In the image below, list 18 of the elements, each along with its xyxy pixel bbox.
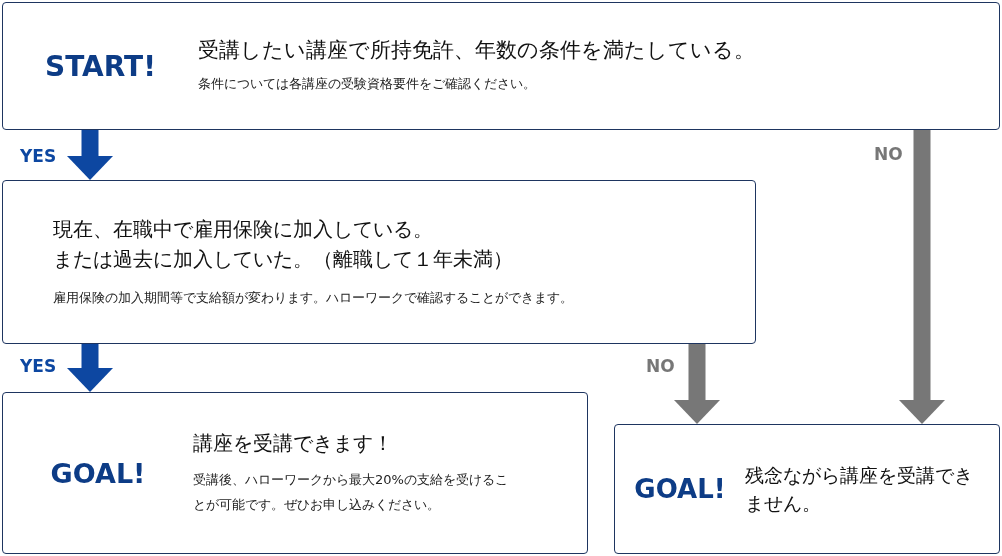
box-heading: 残念ながら講座を受講できません。	[745, 462, 974, 516]
box-label: START!	[45, 49, 156, 83]
box-note: 雇用保険の加入期間等で支給額が変わります。ハローワークで確認することができます。	[53, 288, 574, 307]
box-label: GOAL!	[634, 474, 726, 504]
arrow	[674, 344, 720, 424]
process-box	[2, 180, 756, 344]
arrow	[899, 130, 945, 424]
box-heading: 現在、在職中で雇用保険に加入している。または過去に加入していた。（離職して１年未満）	[53, 215, 514, 273]
box-note: 条件については各講座の受験資格要件をご確認ください。	[198, 75, 537, 94]
box-heading: 講座を受講できます！	[193, 430, 394, 458]
arrow	[67, 344, 113, 392]
box-label: GOAL!	[50, 457, 146, 489]
box-note: 受講後、ハローワークから最大20%の支給を受けることが可能です。ぜひお申し込みください。	[193, 471, 509, 514]
process-box	[614, 424, 1000, 554]
process-box	[2, 2, 1000, 130]
arrow	[67, 130, 113, 180]
box-heading: 受講したい講座で所持免許、年数の条件を満たしている。	[198, 36, 755, 64]
process-box	[2, 392, 588, 554]
